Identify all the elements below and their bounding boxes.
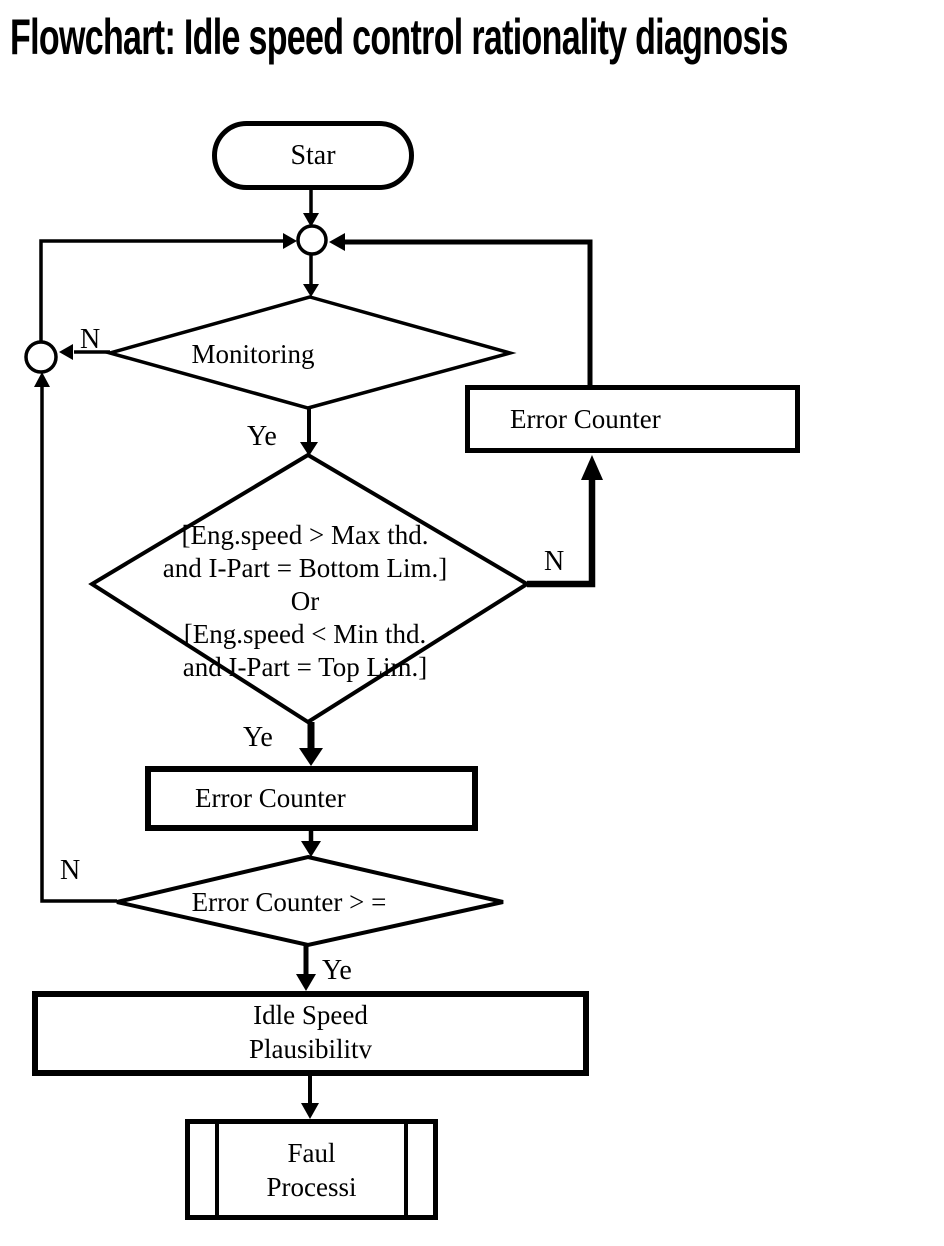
edge-check-no-loop — [40, 387, 117, 903]
arrowhead-monitoring-yes-icon — [300, 442, 318, 456]
junction-circle-left — [24, 340, 58, 374]
arrowhead-leftloop-to-junction-icon — [283, 233, 297, 249]
idle-speed-line: Plausibilitv — [248, 1034, 373, 1064]
error-counter-lower-label: Error Counter — [195, 783, 346, 813]
decision-monitoring-shape — [103, 295, 517, 410]
condition-line: [Eng.speed > Max thd. — [181, 520, 429, 550]
node-fault-processing: Faul Processi — [185, 1119, 438, 1220]
edge-errorcounter-return-to-junction — [345, 239, 593, 386]
idle-speed-line: Idle Speed — [253, 1000, 368, 1030]
arrowhead-start-to-junction-icon — [303, 213, 319, 227]
fault-processing-line: Processi — [266, 1171, 357, 1202]
edge-condition-no — [527, 479, 596, 588]
arrowhead-idle-to-fault-icon — [301, 1103, 319, 1119]
arrowhead-counter-to-check-icon — [301, 841, 321, 857]
decision-condition-shape — [88, 452, 531, 725]
node-start: Star — [212, 121, 414, 190]
junction-circle-top — [296, 224, 328, 256]
error-counter-upper-label: Error Counter — [510, 403, 661, 434]
edge-label-condition-no: N — [544, 546, 565, 577]
monitoring-decision-label: Monitoring — [191, 339, 315, 369]
edge-leftloop-to-junction — [39, 239, 284, 343]
arrowhead-condition-no-icon — [581, 455, 603, 480]
error-counter-check-label: Error Counter > = — [191, 887, 387, 917]
arrowhead-condition-yes-icon — [299, 748, 323, 766]
condition-line: and I-Part = Top Lim.] — [182, 652, 428, 682]
condition-line: Or — [290, 586, 320, 616]
edge-label-monitoring-no: N — [80, 324, 101, 355]
node-error-counter-upper: Error Counter — [465, 385, 800, 453]
arrowhead-monitoring-no-icon — [59, 344, 73, 360]
decision-error-counter-check-shape — [116, 854, 504, 948]
condition-decision-text: [Eng.speed > Max thd. and I-Part = Botto… — [85, 519, 525, 684]
predefined-process-right-bar — [404, 1124, 408, 1215]
condition-line: [Eng.speed < Min thd. — [183, 619, 427, 649]
page-title: Flowchart: Idle speed control rationalit… — [10, 9, 788, 65]
edge-label-condition-yes: Ye — [243, 722, 273, 753]
node-idle-speed-plausibility: Idle Speed Plausibilitv — [32, 991, 589, 1076]
predefined-process-left-bar — [215, 1124, 219, 1215]
arrowhead-check-no-loop-icon — [34, 372, 50, 387]
start-label: Star — [290, 140, 336, 171]
node-error-counter-lower: Error Counter — [145, 766, 478, 831]
edge-label-check-yes: Ye — [322, 955, 352, 986]
arrowhead-return-to-junction-icon — [329, 233, 345, 251]
arrowhead-junction-to-monitoring-icon — [303, 284, 319, 297]
fault-processing-line: Faul — [287, 1137, 336, 1168]
edge-label-monitoring-yes: Ye — [247, 421, 277, 452]
edge-label-check-no: N — [60, 855, 81, 886]
condition-line: and I-Part = Bottom Lim.] — [162, 553, 448, 583]
arrowhead-check-yes-icon — [296, 974, 316, 991]
